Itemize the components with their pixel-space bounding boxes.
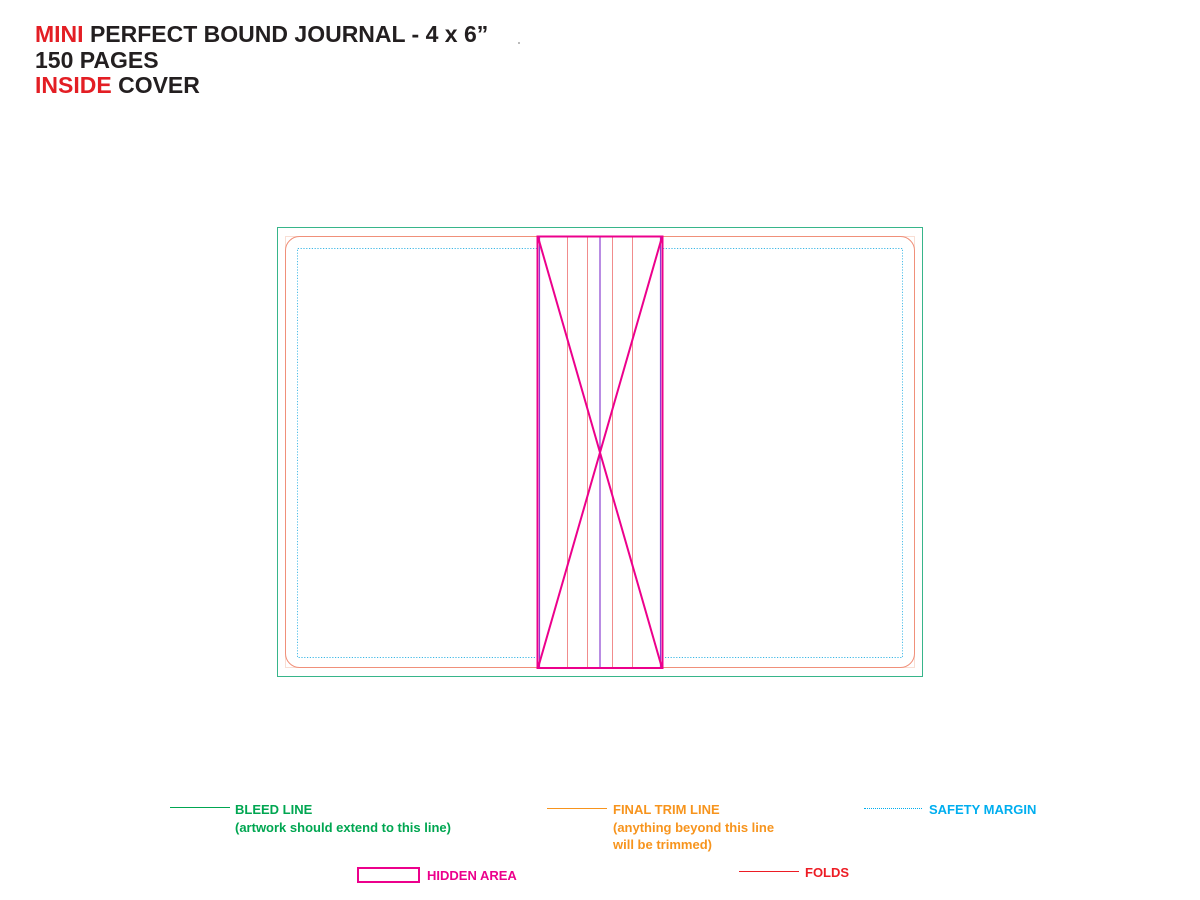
hidden-area-box [536,235,664,669]
folds-legend-swatch [739,871,799,872]
title-cover-label: COVER [118,72,200,98]
bleed-legend-label: BLEED LINE [235,802,313,817]
title-page-count: 150 PAGES [35,46,159,73]
trim-legend-label: FINAL TRIM LINE [613,802,720,817]
safety-legend-swatch [864,808,922,809]
hidden-area-legend-swatch [357,867,420,883]
title-accent-inside: INSIDE [35,72,112,98]
trim-legend-note-line2: will be trimmed) [613,837,712,852]
hidden-area-cross-2 [537,236,663,669]
trim-legend-swatch [547,808,607,809]
safety-margin-left [297,248,537,658]
bleed-legend-swatch [170,807,230,808]
title-accent-mini: MINI [35,21,84,47]
title-line-side: INSIDE COVER [35,72,488,99]
registration-dot [518,42,520,44]
bleed-line-rect [277,227,923,677]
bleed-legend-note: (artwork should extend to this line) [235,820,451,835]
template-title-block: MINI PERFECT BOUND JOURNAL - 4 x 6” 150 … [35,21,489,99]
safety-legend-label: SAFETY MARGIN [929,802,1037,817]
hidden-area-legend-label: HIDDEN AREA [427,868,517,883]
safety-margin-right [663,248,903,658]
title-product-name: PERFECT BOUND JOURNAL - 4 x 6” [89,21,489,47]
folds-legend-label: FOLDS [805,865,850,880]
trim-legend-note-line1: (anything beyond this line [613,820,775,835]
title-line-product: MINI PERFECT BOUND JOURNAL - 4 x 6” [35,21,489,48]
